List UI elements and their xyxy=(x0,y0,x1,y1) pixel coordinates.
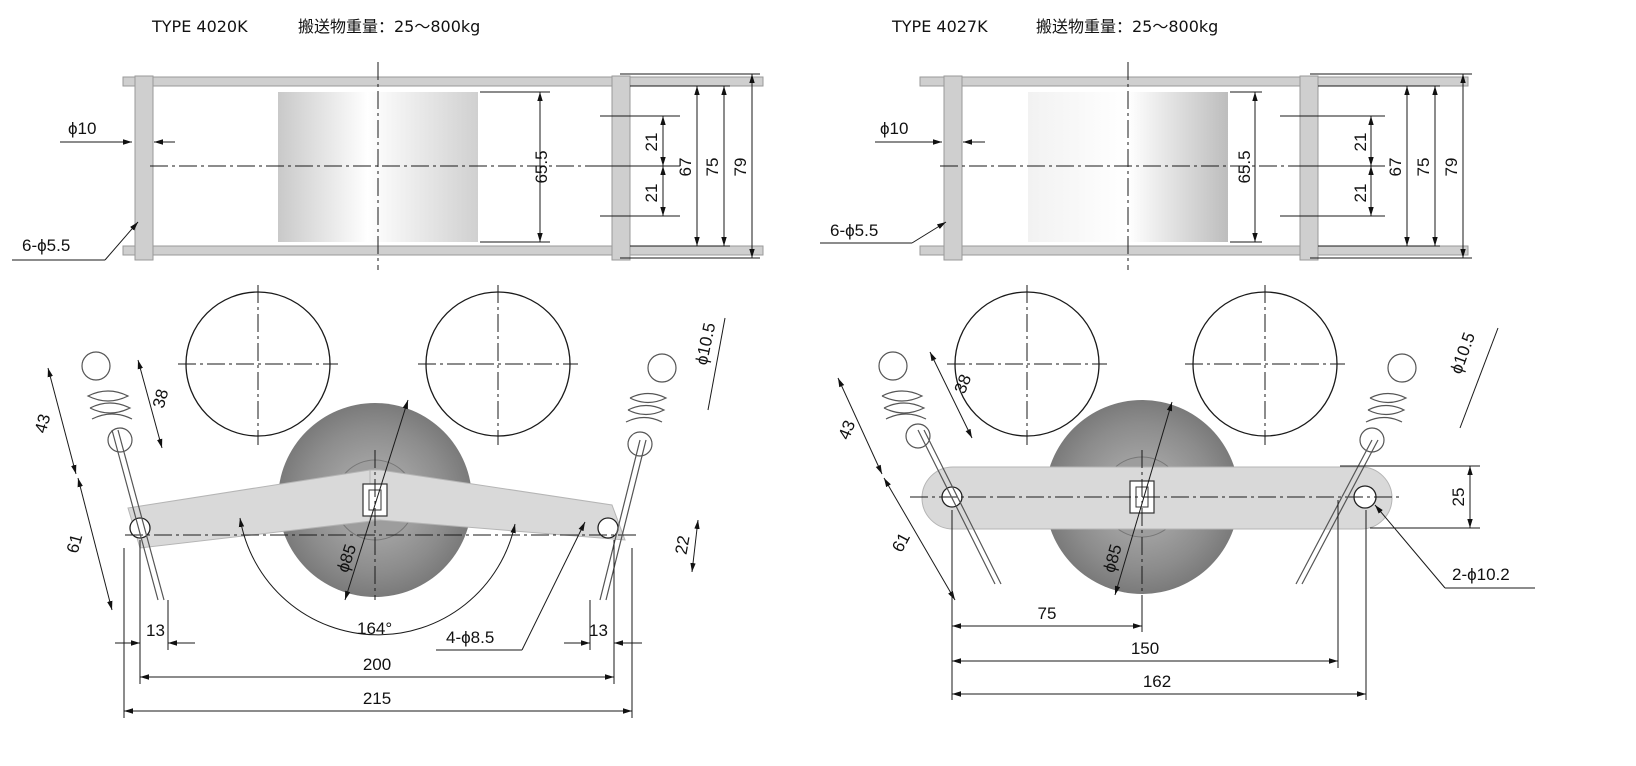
right-arm xyxy=(921,466,1393,530)
left-dim-75: 75 xyxy=(703,158,722,177)
left-dim-13a: 13 xyxy=(146,621,165,640)
right-top-view: 65.5 21 21 67 75 79 ϕ10 6-ϕ5.5 xyxy=(820,62,1472,270)
left-phi10: ϕ10 xyxy=(68,119,96,138)
bottom-rail xyxy=(919,245,1469,256)
right-dim-65.5: 65.5 xyxy=(1235,150,1254,183)
right-dim-38: 38 xyxy=(951,372,976,397)
right-dim-21a: 21 xyxy=(1351,133,1370,152)
left-front-view: 43 38 61 ϕ10.5 22 ϕ85 164° 4-ϕ8.5 13 xyxy=(31,285,726,718)
right-dim-150: 150 xyxy=(1131,639,1159,658)
right-title-load: 搬送物重量：25〜800kg xyxy=(1036,17,1218,36)
right-dim-21b: 21 xyxy=(1351,184,1370,203)
right-front-view: 43 38 61 ϕ10.5 25 ϕ85 2-ϕ10.2 75 150 xyxy=(835,285,1535,700)
top-rail xyxy=(919,76,1469,87)
left-dim-61: 61 xyxy=(63,532,86,555)
right-dim-43: 43 xyxy=(835,418,860,443)
left-hole6: 6-ϕ5.5 xyxy=(22,236,70,255)
left-title-type: TYPE 4020K xyxy=(151,17,248,36)
right-side-plate xyxy=(1299,75,1319,261)
right-hole2: 2-ϕ10.2 xyxy=(1452,565,1510,584)
bottom-rail xyxy=(122,245,764,256)
right-side-plate xyxy=(611,75,631,261)
left-top-view: 65.5 21 21 67 75 79 ϕ10 6-ϕ5.5 xyxy=(12,62,764,270)
right-hole6: 6-ϕ5.5 xyxy=(830,221,878,240)
left-hole4: 4-ϕ8.5 xyxy=(446,628,494,647)
left-title-load: 搬送物重量：25〜800kg xyxy=(298,17,480,36)
right-dim-67: 67 xyxy=(1386,158,1405,177)
left-spring-left xyxy=(81,351,165,601)
right-dim-162: 162 xyxy=(1143,672,1171,691)
left-dim-79: 79 xyxy=(731,158,750,177)
left-dim-215: 215 xyxy=(363,689,391,708)
left-dim-21a: 21 xyxy=(642,133,661,152)
left-spring-right xyxy=(599,353,677,601)
left-dim-67: 67 xyxy=(676,158,695,177)
left-dim-200: 200 xyxy=(363,655,391,674)
left-dim-38: 38 xyxy=(149,387,172,410)
right-drawing: TYPE 4027K 搬送物重量：25〜800kg 65.5 21 xyxy=(820,17,1535,700)
right-dim-75-bottom: 75 xyxy=(1038,604,1057,623)
left-dim-43: 43 xyxy=(31,412,54,435)
left-dim-21b: 21 xyxy=(642,184,661,203)
top-rail xyxy=(122,76,764,87)
right-dim-61: 61 xyxy=(888,530,914,556)
right-phi10.5: ϕ10.5 xyxy=(1447,330,1479,377)
left-side-plate xyxy=(134,75,154,261)
left-drawing: TYPE 4020K 搬送物重量：25〜800kg 65.5 21 xyxy=(12,17,764,718)
left-angle-164: 164° xyxy=(357,619,392,638)
left-dim-22: 22 xyxy=(672,534,694,556)
left-dim-65.5: 65.5 xyxy=(532,150,551,183)
right-dim-79: 79 xyxy=(1442,158,1461,177)
right-dim-25: 25 xyxy=(1449,488,1468,507)
right-phi10: ϕ10 xyxy=(880,119,908,138)
right-spring-right xyxy=(1295,353,1417,585)
left-side-plate xyxy=(943,75,963,261)
right-dim-75: 75 xyxy=(1414,158,1433,177)
left-dim-13b: 13 xyxy=(589,621,608,640)
left-phi10.5: ϕ10.5 xyxy=(692,321,719,367)
right-title-type: TYPE 4027K xyxy=(891,17,988,36)
